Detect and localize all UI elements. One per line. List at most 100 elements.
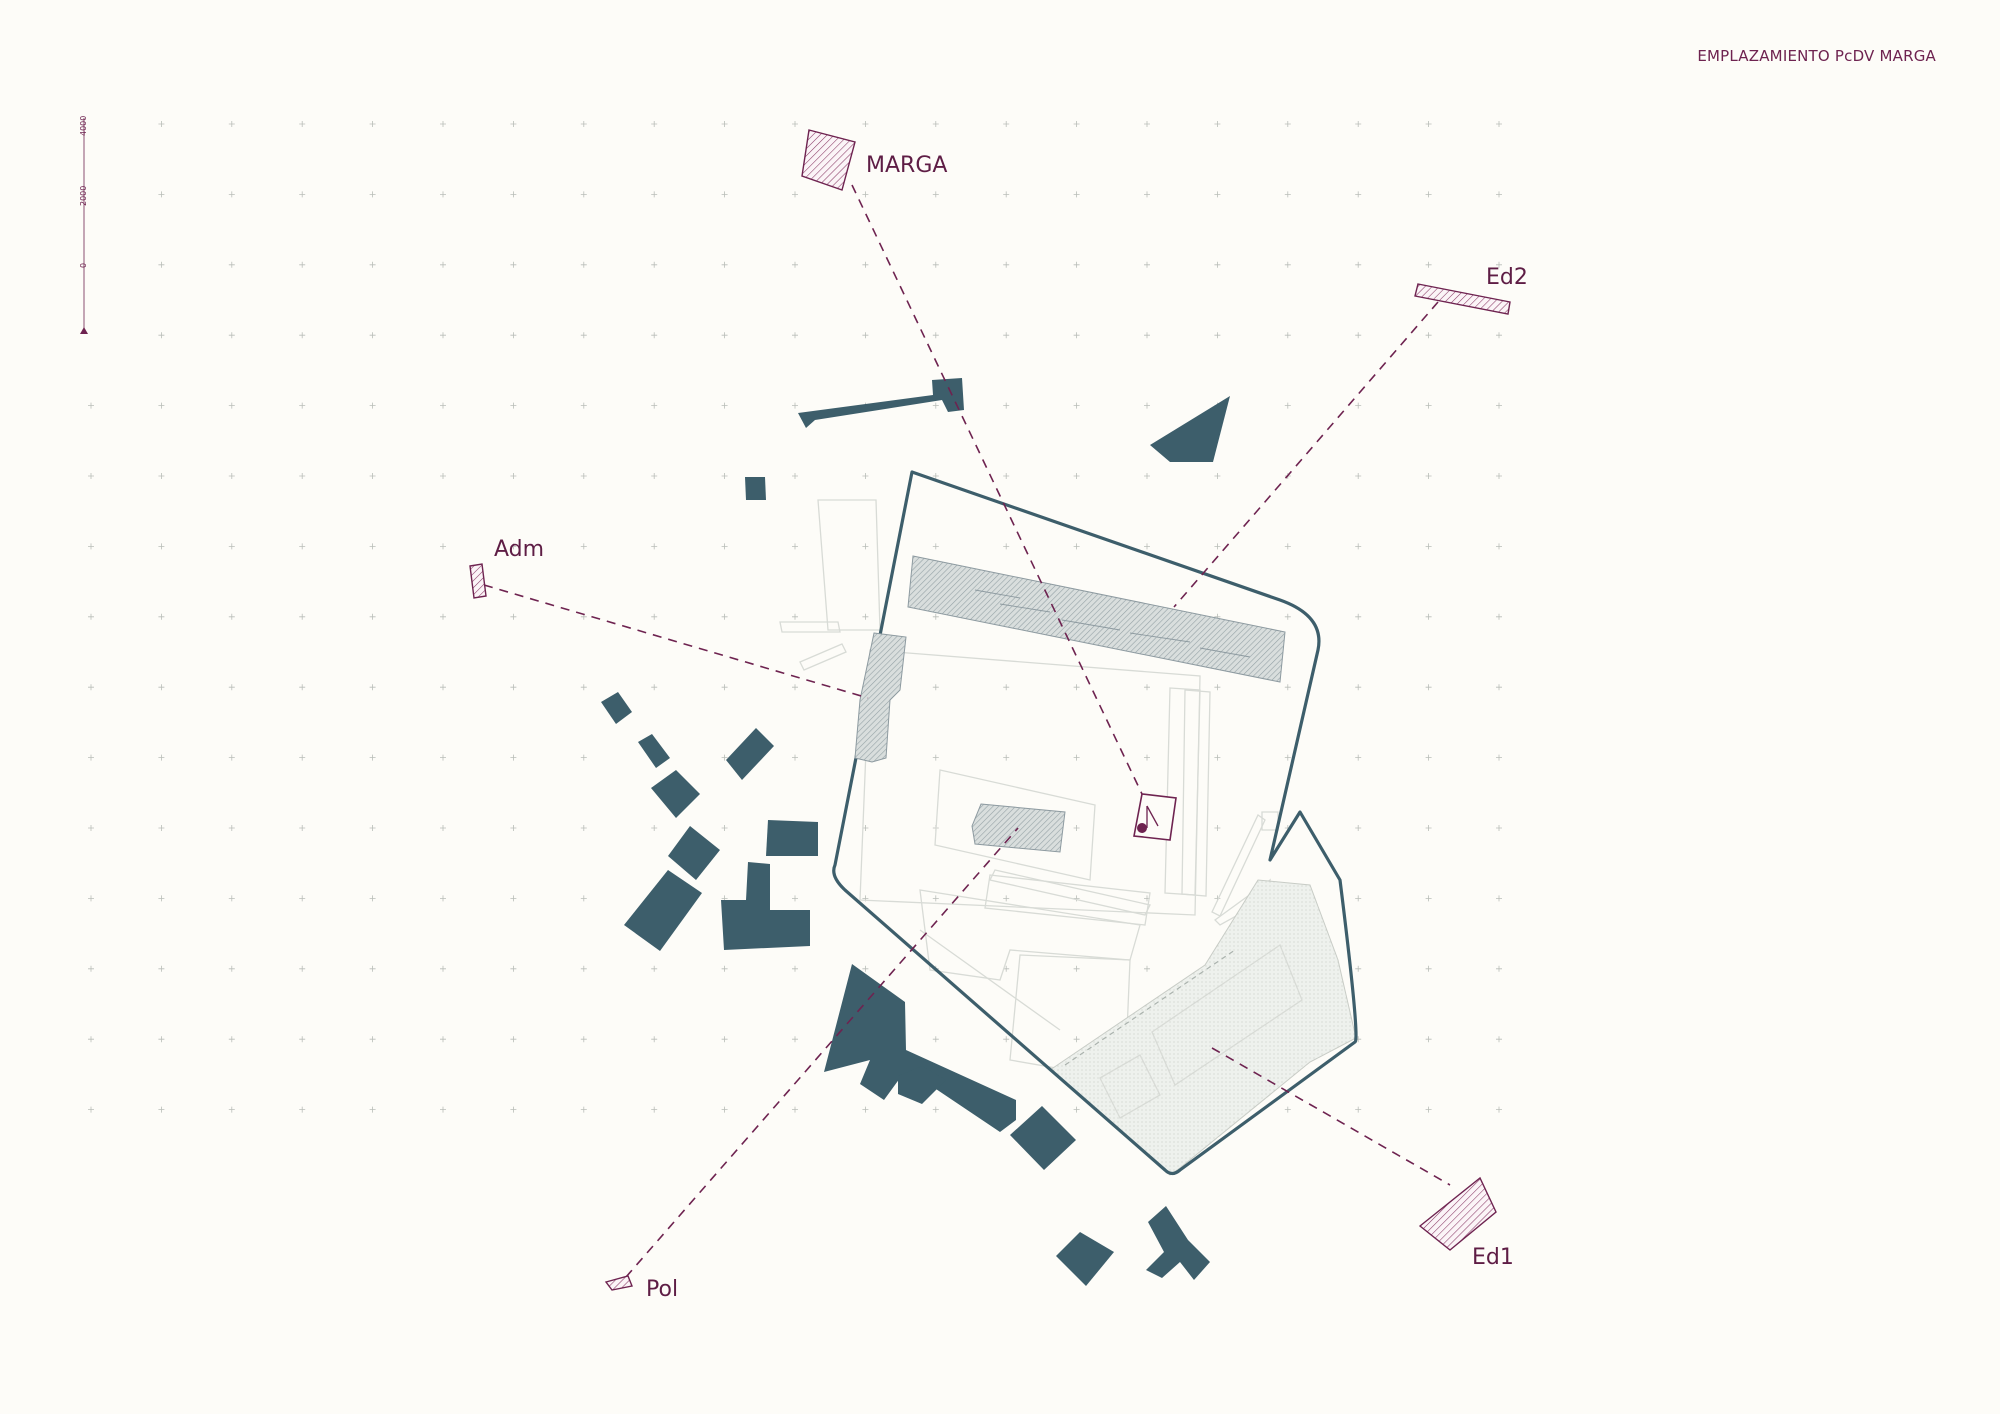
- grid-cross: [510, 1106, 517, 1113]
- grid-cross: [88, 613, 94, 620]
- grid-cross: [510, 261, 517, 268]
- grid-cross: [1003, 261, 1010, 268]
- grid-cross: [440, 261, 446, 268]
- label-marga: MARGA: [866, 153, 947, 178]
- grid-cross: [1496, 684, 1502, 691]
- grid-cross: [1144, 261, 1150, 268]
- grid-cross: [1355, 332, 1362, 339]
- grid-cross: [299, 684, 306, 691]
- grid-cross: [510, 754, 517, 761]
- grid-cross: [440, 543, 446, 550]
- grid-cross: [862, 543, 869, 550]
- grid-cross: [1355, 473, 1362, 479]
- grid-cross: [369, 965, 376, 972]
- grid-cross: [1144, 684, 1150, 691]
- grid-cross: [792, 1106, 798, 1113]
- grid-cross: [721, 191, 728, 198]
- grid-cross: [721, 965, 728, 972]
- grid-cross: [932, 613, 939, 620]
- grid-cross: [862, 473, 869, 479]
- grid-cross: [228, 261, 235, 268]
- grid-cross: [651, 965, 658, 972]
- grid-cross: [1003, 1036, 1010, 1043]
- grid-cross: [158, 473, 165, 479]
- label-adm: Adm: [494, 537, 544, 562]
- grid-cross: [158, 965, 165, 972]
- grid-cross: [440, 1106, 446, 1113]
- grid-cross: [1425, 121, 1432, 127]
- grid-cross: [1073, 965, 1080, 972]
- scale-label-0: 0: [79, 263, 88, 268]
- grid-cross: [651, 1036, 658, 1043]
- grid-cross: [1073, 543, 1080, 550]
- grid-cross: [1355, 1106, 1362, 1113]
- grid-cross: [299, 895, 306, 902]
- grid-cross: [862, 332, 869, 339]
- grid-cross: [510, 684, 517, 691]
- grid-cross: [369, 261, 376, 268]
- grid-cross: [1496, 543, 1502, 550]
- grid-cross: [651, 613, 658, 620]
- grid-cross: [721, 121, 728, 127]
- grid-cross: [1073, 825, 1080, 831]
- grid-cross: [1003, 402, 1010, 409]
- grid-cross: [369, 754, 376, 761]
- grid-cross: [721, 684, 728, 691]
- grid-cross: [580, 684, 587, 691]
- grid-cross: [1073, 1036, 1080, 1043]
- grid-cross: [721, 1036, 728, 1043]
- grid-cross: [1003, 191, 1010, 198]
- hatched-building-center: [971, 803, 1066, 853]
- grid-cross: [1496, 895, 1502, 902]
- grid-cross: [1355, 613, 1362, 620]
- grid-cross: [440, 332, 446, 339]
- reference-grid: [88, 121, 1502, 1113]
- grid-cross: [228, 332, 235, 339]
- grid-cross: [228, 825, 235, 831]
- grid-cross: [440, 825, 446, 831]
- grid-cross: [158, 895, 165, 902]
- grid-cross: [88, 1106, 94, 1113]
- grid-cross: [1355, 965, 1362, 972]
- grid-cross: [1214, 121, 1221, 127]
- grid-cross: [862, 121, 869, 127]
- grid-cross: [1073, 191, 1080, 198]
- grid-cross: [1073, 402, 1080, 409]
- grid-cross: [88, 684, 94, 691]
- grid-cross: [228, 473, 235, 479]
- grid-cross: [158, 825, 165, 831]
- grid-cross: [1425, 613, 1432, 620]
- grid-cross: [792, 895, 798, 902]
- grid-cross: [1355, 754, 1362, 761]
- courtyard-building-outline: [1151, 944, 1303, 1086]
- grid-cross: [1355, 121, 1362, 127]
- grid-cross: [932, 543, 939, 550]
- grid-cross: [1284, 332, 1291, 339]
- grid-cross: [1425, 825, 1432, 831]
- grid-cross: [1284, 261, 1291, 268]
- grid-cross: [299, 825, 306, 831]
- pcdv-site: [1133, 793, 1177, 841]
- grid-cross: [369, 121, 376, 127]
- grid-cross: [1425, 895, 1432, 902]
- grid-cross: [932, 402, 939, 409]
- grid-cross: [1425, 1036, 1432, 1043]
- grid-cross: [158, 1036, 165, 1043]
- grid-cross: [1073, 121, 1080, 127]
- grid-cross: [158, 402, 165, 409]
- grid-cross: [580, 402, 587, 409]
- target-ed2: [1414, 283, 1511, 315]
- grid-cross: [721, 402, 728, 409]
- grid-cross: [1496, 825, 1502, 831]
- grid-cross: [1425, 543, 1432, 550]
- grid-cross: [651, 1106, 658, 1113]
- target-marga: [801, 129, 856, 191]
- grid-cross: [88, 543, 94, 550]
- label-ed2: Ed2: [1486, 265, 1528, 290]
- site-existing-buildings: [854, 555, 1286, 853]
- grid-cross: [369, 191, 376, 198]
- grid-cross: [1425, 1106, 1432, 1113]
- grid-cross: [228, 754, 235, 761]
- grid-cross: [580, 1106, 587, 1113]
